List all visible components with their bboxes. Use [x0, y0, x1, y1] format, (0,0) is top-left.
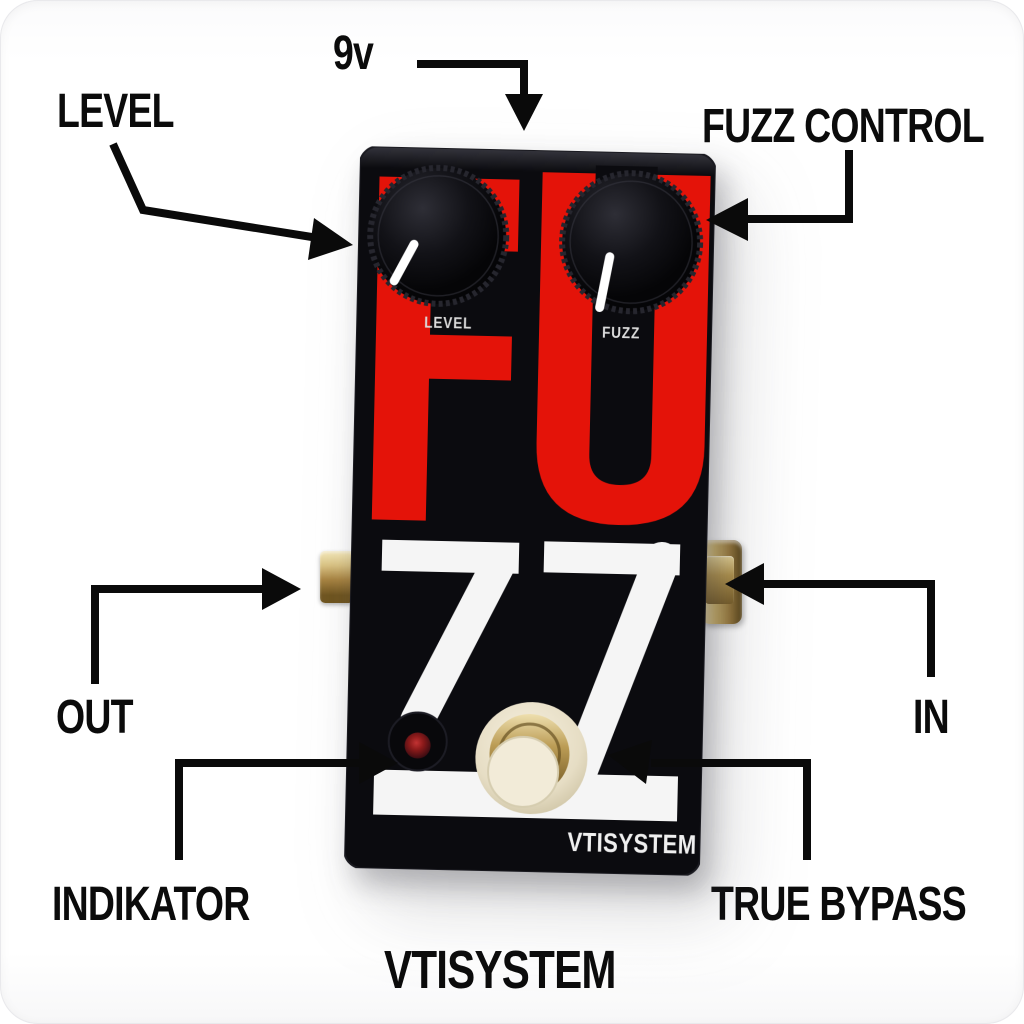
pedal-brand-text: VTISYSTEM: [567, 828, 697, 860]
logo-zz: [373, 539, 681, 822]
level-knob: [367, 164, 510, 307]
level-knob-label: LEVEL: [424, 315, 472, 333]
arrow-9v: [417, 60, 543, 131]
label-out: OUT: [56, 691, 133, 744]
label-brand-caption: VTISYSTEM: [384, 940, 616, 1000]
input-jack: [701, 540, 742, 624]
fuzz-pedal: VTISYSTEM LEVEL FUZZ: [343, 146, 717, 876]
fuzz-knob: [559, 170, 704, 315]
level-knob-pointer: [389, 239, 419, 286]
fuzz-knob-label: FUZZ: [602, 325, 640, 343]
label-true-bypass: TRUE BYPASS: [711, 878, 967, 931]
label-fuzz-control: FUZZ CONTROL: [702, 100, 985, 153]
arrow-out: [91, 568, 301, 684]
label-9v: 9v: [333, 27, 374, 80]
led-indicator: [387, 711, 448, 772]
arrow-in: [725, 563, 935, 677]
arrow-level: [109, 142, 353, 260]
arrow-fuzz-control: [706, 150, 853, 241]
output-jack: [320, 551, 354, 603]
label-indicator: INDIKATOR: [52, 878, 250, 931]
label-level: LEVEL: [57, 85, 175, 138]
label-in: IN: [913, 691, 950, 744]
fuzz-knob-pointer: [595, 252, 615, 313]
footswitch: [475, 702, 588, 815]
